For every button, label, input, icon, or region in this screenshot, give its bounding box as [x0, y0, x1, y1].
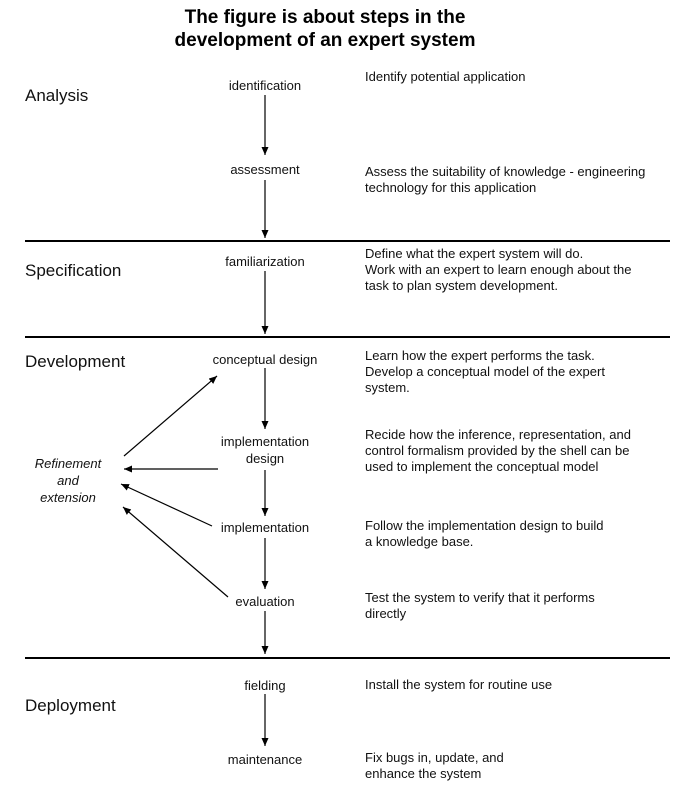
phase-label-specification: Specification [25, 261, 122, 280]
step-label-fielding: fielding [244, 678, 286, 693]
step-desc-implementation: Follow the implementation design to buil… [365, 518, 604, 549]
step-desc-familiarization: Define what the expert system will do. W… [365, 246, 632, 293]
arrow-evaluation-to-refinement [122, 506, 229, 598]
diagram-title: The figure is about steps in the develop… [174, 7, 476, 51]
step-desc-fielding: Install the system for routine use [365, 677, 553, 692]
phase-divider-analysis-specification [25, 240, 670, 242]
phase-label-analysis: Analysis [25, 86, 89, 105]
step-desc-evaluation: Test the system to verify that it perfor… [365, 590, 595, 621]
step-desc-implementation-design: Recide how the inference, representation… [365, 427, 631, 474]
step-label-familiarization: familiarization [225, 254, 305, 269]
step-label-identification: identification [228, 78, 302, 93]
step-label-implementation-design: implementation design [220, 434, 310, 466]
step-desc-conceptual-design: Learn how the expert performs the task. … [365, 348, 605, 395]
phase-divider-development-deployment [25, 657, 670, 659]
phase-label-development: Development [25, 352, 126, 371]
step-desc-assessment: Assess the suitability of knowledge - en… [365, 164, 646, 195]
arrow-refinement-to-conceptual-design [123, 375, 218, 457]
step-desc-identification: Identify potential application [365, 69, 526, 84]
phase-divider-specification-development [25, 336, 670, 338]
step-label-conceptual-design: conceptual design [212, 352, 318, 367]
step-desc-maintenance: Fix bugs in, update, and enhance the sys… [365, 750, 504, 781]
step-label-implementation: implementation [220, 520, 310, 535]
arrow-implementation-to-refinement [120, 483, 213, 527]
step-label-assessment: assessment [230, 162, 300, 177]
refinement-extension-label: Refinement and extension [34, 456, 102, 505]
phase-label-deployment: Deployment [25, 696, 116, 715]
step-label-evaluation: evaluation [235, 594, 295, 609]
step-label-maintenance: maintenance [227, 752, 303, 767]
